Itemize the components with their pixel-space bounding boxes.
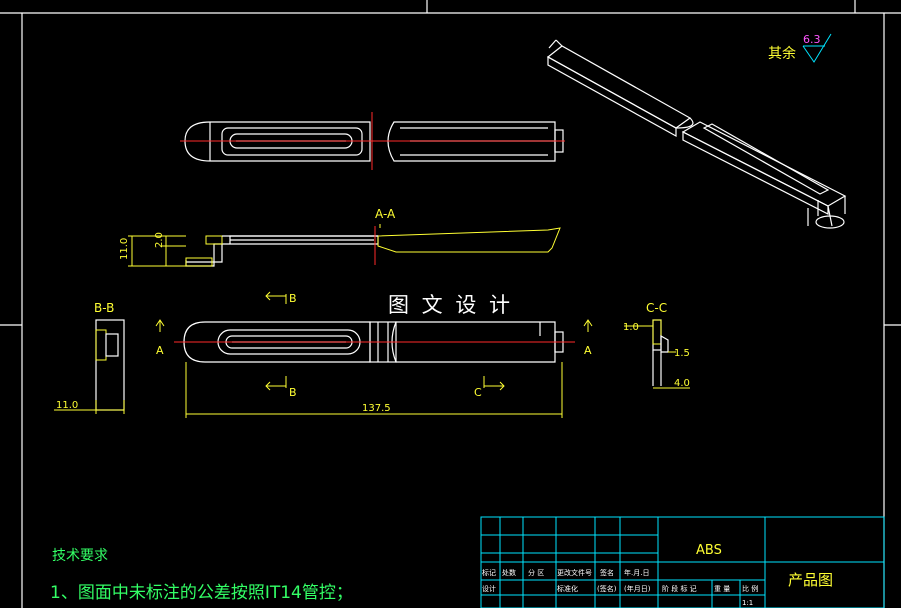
title-material: ABS <box>696 543 722 558</box>
tb-r1-c6: 年.月.日 <box>624 568 649 577</box>
tb-r1-c1: 标记 <box>482 568 496 577</box>
section-cc: C-C 1.0 1.5 4.0 <box>623 301 690 389</box>
cut-b-bottom: B <box>289 386 297 399</box>
tb-r2-c7: 阶 段 标 记 <box>662 584 697 593</box>
roughness-symbol: 其余 6.3 <box>768 33 832 63</box>
dim-cc-4: 4.0 <box>674 378 690 389</box>
dim-bb-width: 11.0 <box>56 400 78 411</box>
cut-markers: A A B B C <box>155 291 593 399</box>
tb-r1-c5: 签名 <box>600 568 614 577</box>
dim-cc-15: 1.5 <box>674 348 690 359</box>
title-drawing-type: 产品图 <box>788 571 833 589</box>
notes-line1: 1、图面中未标注的公差按照IT14管控； <box>50 583 353 603</box>
notes-title: 技术要求 <box>52 548 108 564</box>
watermark-text: 图 文 设 计 <box>388 293 513 317</box>
tb-r2-c9: 比 例 <box>742 584 758 593</box>
dim-length: 137.5 <box>362 403 391 414</box>
top-view <box>180 112 565 170</box>
section-cc-label: C-C <box>646 301 667 315</box>
section-bb: B-B 11.0 <box>54 301 125 414</box>
tb-r2-c8: 重 量 <box>714 585 730 593</box>
dim-height-2: 2.0 <box>154 232 165 248</box>
section-bb-label: B-B <box>94 301 114 315</box>
tb-scale: 1:1 <box>742 599 753 607</box>
cut-b-top: B <box>289 292 297 305</box>
technical-notes: 技术要求 1、图面中未标注的公差按照IT14管控； <box>50 548 353 603</box>
tb-r1-c2: 处数 <box>502 568 516 577</box>
tb-r2-c5: (签名) <box>597 584 617 593</box>
isometric-view <box>546 39 847 229</box>
section-aa-label: A-A <box>375 207 396 221</box>
tb-r1-c4: 更改文件号 <box>557 568 592 577</box>
tb-r2-c6: (年月日) <box>624 584 651 593</box>
cut-a-right: A <box>584 344 592 357</box>
tb-r2-c1: 设计 <box>482 584 496 593</box>
dim-height-11: 11.0 <box>119 238 130 260</box>
cut-a-left: A <box>156 344 164 357</box>
section-aa: A-A 11.0 2.0 <box>119 207 561 267</box>
title-block: ABS 产品图 标记 处数 分 区 更改文件号 签名 年.月.日 设计 标准化 … <box>480 516 885 608</box>
dim-cc-1: 1.0 <box>623 322 639 333</box>
roughness-label: 其余 <box>768 45 796 62</box>
roughness-value: 6.3 <box>803 33 821 46</box>
front-view: 137.5 <box>174 321 575 418</box>
tb-r1-c3: 分 区 <box>528 568 544 577</box>
tb-r2-c4: 标准化 <box>557 584 578 593</box>
cut-c: C <box>474 386 482 399</box>
